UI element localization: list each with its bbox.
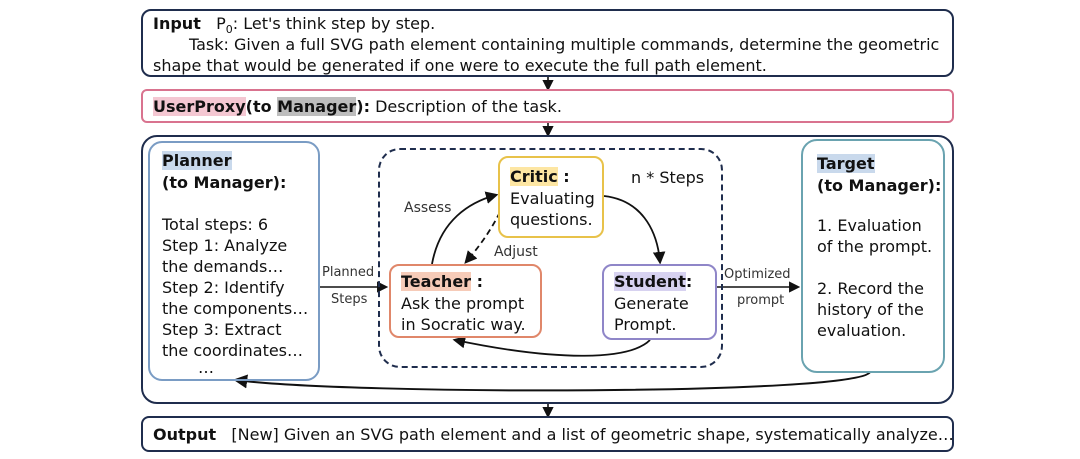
task-line-1: Task: Given a full SVG path element cont… [189, 35, 940, 54]
critic-line-1: questions. [510, 210, 593, 229]
n-steps-label: n * Steps [631, 168, 705, 187]
student-line-1: Prompt. [614, 315, 677, 334]
planner-line-4: the components… [162, 299, 309, 318]
student-sep: : [685, 272, 693, 291]
assess-label: Assess [404, 200, 452, 216]
arrow-target-to-planner [233, 371, 871, 392]
planner-title: Planner [162, 150, 232, 171]
arrow-critic-to-teacher-dashed [464, 211, 501, 264]
critic-sep: : [557, 167, 570, 186]
critic-box: Critic : Evaluating questions. [498, 156, 604, 238]
output-label: Output [153, 425, 217, 444]
planner-line-6: the coordinates… [162, 341, 304, 360]
critic-title: Critic : [510, 166, 570, 187]
arrow-critic-to-student [603, 195, 666, 265]
optimized-label: Optimized [724, 267, 791, 282]
target-line-5: evaluation. [817, 321, 907, 340]
input-line-1: Input P0: Let's think step by step. [153, 13, 435, 40]
userproxy-box: UserProxy(to Manager): Description of th… [141, 89, 954, 123]
planner-name: Planner [162, 151, 232, 170]
steps-label: Steps [331, 292, 368, 307]
teacher-line-0: Ask the prompt [401, 294, 525, 313]
task-line-2: shape that would be generated if one wer… [153, 56, 767, 75]
planner-line-2: the demands… [162, 257, 284, 276]
teacher-box: Teacher : Ask the prompt in Socratic way… [389, 264, 542, 338]
adjust-label: Adjust [494, 244, 538, 260]
input-label: Input [153, 14, 201, 33]
target-line-4: history of the [817, 300, 924, 319]
output-box: Output [New] Given an SVG path element a… [141, 416, 954, 452]
steps-loop-region [378, 148, 723, 368]
userproxy-to-open: (to [245, 97, 278, 116]
p0-symbol: P [216, 14, 226, 33]
arrow-teacher-to-critic [431, 191, 499, 265]
critic-line-0: Evaluating [510, 189, 595, 208]
main-container [141, 135, 954, 404]
planner-line-1: Step 1: Analyze [162, 236, 288, 255]
target-name: Target [817, 154, 875, 173]
teacher-title: Teacher : [401, 271, 483, 292]
p0-subscript: 0 [225, 23, 233, 37]
userproxy-to-close: ): [356, 97, 370, 116]
planner-line-5: Step 3: Extract [162, 320, 282, 339]
planner-line-3: Step 2: Identify [162, 278, 285, 297]
planner-to: (to Manager): [162, 173, 287, 192]
target-to: (to Manager): [817, 176, 942, 195]
planner-line-7: … [198, 358, 214, 377]
teacher-name: Teacher [401, 272, 472, 291]
critic-name: Critic [510, 167, 558, 186]
student-name: Student [614, 272, 686, 291]
target-box: Target (to Manager): 1. Evaluation of th… [801, 139, 945, 373]
planner-box: Planner (to Manager): Total steps: 6 Ste… [148, 141, 320, 381]
student-line-0: Generate [614, 294, 689, 313]
userproxy-line: UserProxy(to Manager): Description of th… [153, 96, 562, 117]
output-line: Output [New] Given an SVG path element a… [153, 424, 954, 445]
student-title: Student: [614, 271, 692, 292]
target-line-1: of the prompt. [817, 237, 933, 256]
userproxy-agent: UserProxy [153, 97, 246, 116]
p0-text: : Let's think step by step. [232, 14, 436, 33]
userproxy-text: Description of the task. [375, 97, 562, 116]
target-line-0: 1. Evaluation [817, 216, 922, 235]
prompt-label: prompt [737, 293, 785, 308]
arrow-student-to-teacher [452, 335, 651, 357]
teacher-line-1: in Socratic way. [401, 315, 526, 334]
planner-line-0: Total steps: 6 [162, 215, 269, 234]
input-box: Input P0: Let's think step by step. Task… [141, 9, 954, 77]
userproxy-manager: Manager [277, 97, 357, 116]
target-line-3: 2. Record the [817, 279, 924, 298]
student-box: Student: Generate Prompt. [602, 264, 717, 340]
target-title: Target [817, 153, 875, 174]
planned-label: Planned [322, 265, 375, 280]
output-text: [New] Given an SVG path element and a li… [231, 425, 954, 444]
teacher-sep: : [471, 272, 484, 291]
